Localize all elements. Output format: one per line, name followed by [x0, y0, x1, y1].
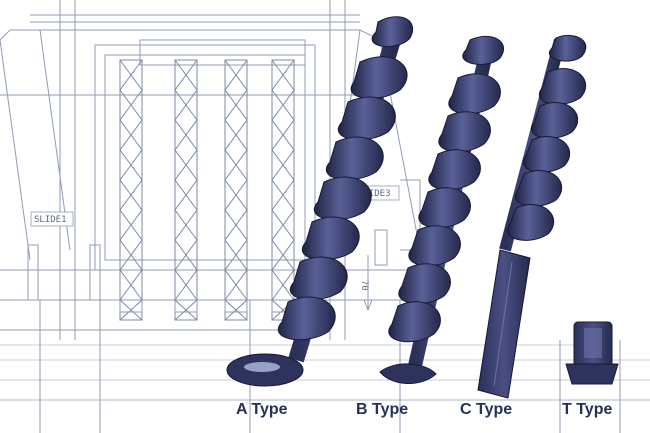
a-type-screw [226, 16, 414, 387]
dimension-text: 70 [359, 280, 369, 291]
c-type-screw [477, 34, 587, 399]
t-type-part [565, 321, 619, 385]
a-type-label: A Type [236, 401, 288, 418]
b-type-screw [379, 35, 505, 385]
slide-right-text: SLIDE3 [358, 189, 391, 199]
t-type-label: T Type [562, 401, 613, 418]
c-type-label: C Type [460, 401, 513, 418]
slide-left-text: SLIDE1 [34, 215, 67, 225]
b-type-label: B Type [356, 401, 409, 418]
